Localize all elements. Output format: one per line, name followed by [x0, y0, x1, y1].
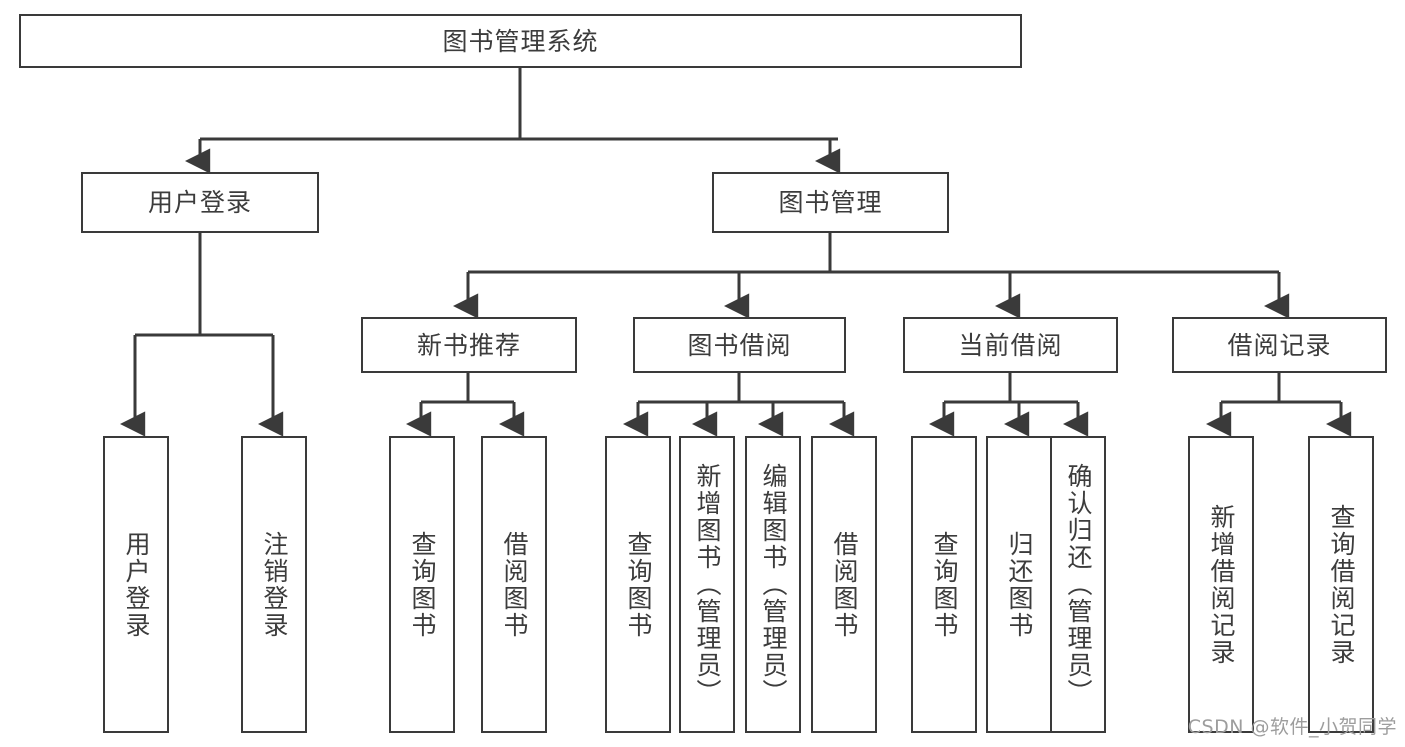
node-label: 当前借阅 — [958, 330, 1063, 360]
node-leaf-borrow-book[interactable]: 借阅图书 — [811, 436, 877, 733]
node-label: 查询借阅记录 — [1327, 503, 1356, 666]
node-label: 借阅图书 — [500, 530, 529, 639]
node-label: 图书管理系统 — [442, 26, 599, 56]
node-leaf-logout[interactable]: 注销登录 — [241, 436, 307, 733]
node-label: 新书推荐 — [416, 330, 521, 360]
node-leaf-user-login[interactable]: 用户登录 — [103, 436, 169, 733]
node-label: 图书借阅 — [687, 330, 792, 360]
node-label: 查询图书 — [408, 530, 437, 639]
node-label: 新增图书（管理员） — [693, 463, 722, 706]
node-label: 借阅图书 — [830, 530, 859, 639]
node-level1-user-login[interactable]: 用户登录 — [81, 172, 319, 233]
node-label: 注销登录 — [260, 530, 289, 639]
node-root[interactable]: 图书管理系统 — [19, 14, 1022, 68]
node-leaf-query-book-current[interactable]: 查询图书 — [911, 436, 977, 733]
node-label: 图书管理 — [778, 188, 883, 217]
node-label: 用户登录 — [122, 530, 151, 639]
csdn-watermark: CSDN @软件_小贺同学 — [1187, 716, 1397, 738]
node-level2-book-borrow[interactable]: 图书借阅 — [633, 317, 846, 373]
node-label: 用户登录 — [147, 188, 252, 217]
node-leaf-query-borrow-record[interactable]: 查询借阅记录 — [1308, 436, 1374, 733]
node-label: 借阅记录 — [1227, 330, 1332, 360]
node-label: 确认归还（管理员） — [1064, 463, 1093, 706]
node-leaf-borrow-book-recommend[interactable]: 借阅图书 — [481, 436, 547, 733]
node-leaf-edit-book-admin[interactable]: 编辑图书（管理员） — [745, 436, 801, 733]
node-level2-new-book-recommend[interactable]: 新书推荐 — [361, 317, 577, 373]
node-label: 查询图书 — [930, 530, 959, 639]
node-leaf-add-book-admin[interactable]: 新增图书（管理员） — [679, 436, 735, 733]
node-label: 编辑图书（管理员） — [759, 463, 788, 706]
node-label: 新增借阅记录 — [1207, 503, 1236, 666]
node-label: 归还图书 — [1005, 530, 1034, 639]
node-level2-borrow-record[interactable]: 借阅记录 — [1172, 317, 1387, 373]
node-leaf-confirm-return-admin[interactable]: 确认归还（管理员） — [1050, 436, 1106, 733]
node-leaf-query-book-borrow[interactable]: 查询图书 — [605, 436, 671, 733]
node-leaf-return-book[interactable]: 归还图书 — [986, 436, 1052, 733]
node-label: 查询图书 — [624, 530, 653, 639]
node-level2-current-borrow[interactable]: 当前借阅 — [903, 317, 1118, 373]
node-level1-book-management[interactable]: 图书管理 — [712, 172, 949, 233]
node-leaf-add-borrow-record[interactable]: 新增借阅记录 — [1188, 436, 1254, 733]
node-leaf-query-book-recommend[interactable]: 查询图书 — [389, 436, 455, 733]
